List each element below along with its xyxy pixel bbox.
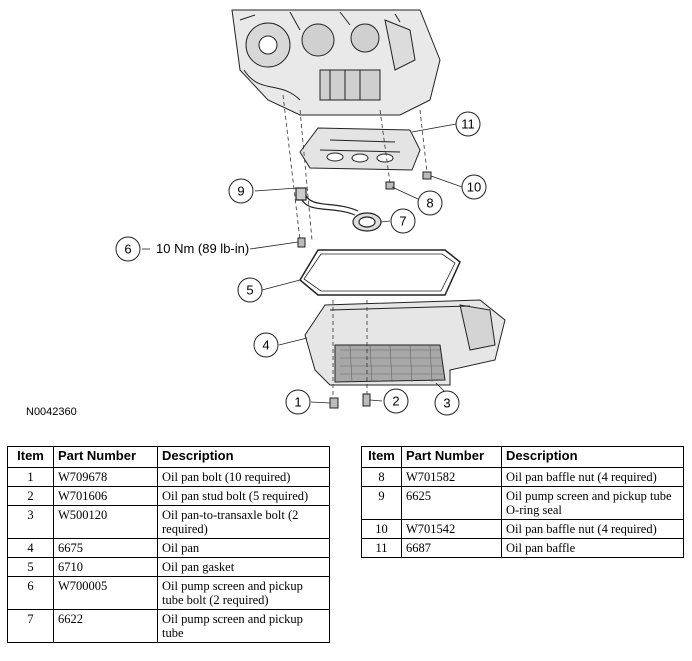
cell-description: Oil pan bolt (10 required) <box>157 467 330 487</box>
table-header-row: Item Part Number Description <box>7 446 330 468</box>
cell-description: Oil pan-to-transaxle bolt (2 required) <box>157 505 330 539</box>
cell-description: Oil pump screen and pickup tube bolt (2 … <box>157 576 330 610</box>
cell-description: Oil pan stud bolt (5 required) <box>157 486 330 506</box>
cell-item: 9 <box>361 486 402 520</box>
cell-description: Oil pan gasket <box>157 557 330 577</box>
leader-lines <box>282 94 428 398</box>
cell-item: 3 <box>7 505 54 539</box>
cell-item: 4 <box>7 538 54 558</box>
figure-id: N0042360 <box>26 406 77 418</box>
callout-7: 7 <box>399 214 406 229</box>
cell-part-number: W701542 <box>401 519 502 539</box>
callout-8: 8 <box>426 196 433 211</box>
header-item: Item <box>361 446 402 468</box>
cell-part-number: 6625 <box>401 486 502 520</box>
header-description: Description <box>157 446 330 468</box>
callout-10: 10 <box>467 180 481 195</box>
pickup-tube-drawing <box>295 187 382 232</box>
header-item: Item <box>7 446 54 468</box>
cell-description: Oil pan baffle <box>501 538 684 558</box>
callout-11: 11 <box>461 117 475 132</box>
cell-part-number: 6710 <box>53 557 158 577</box>
oil-pan-gasket-drawing <box>299 249 461 296</box>
cell-description: Oil pan baffle nut (4 required) <box>501 519 684 539</box>
cell-item: 2 <box>7 486 54 506</box>
cell-part-number: W500120 <box>53 505 158 539</box>
callout-leaders <box>142 123 463 404</box>
table-header-row: Item Part Number Description <box>361 446 684 468</box>
callout-labels: 1 2 3 4 5 6 7 8 9 10 11 <box>124 117 481 411</box>
cell-item: 7 <box>7 609 54 643</box>
header-description: Description <box>501 446 684 468</box>
cell-part-number: W701606 <box>53 486 158 506</box>
cell-part-number: 6675 <box>53 538 158 558</box>
cell-item: 1 <box>7 467 54 487</box>
cell-item: 11 <box>361 538 402 558</box>
cell-item: 6 <box>7 576 54 610</box>
callout-6: 6 <box>124 242 131 257</box>
cell-item: 10 <box>361 519 402 539</box>
cell-part-number: W709678 <box>53 467 158 487</box>
header-part-number: Part Number <box>401 446 502 468</box>
callout-5: 5 <box>246 283 253 298</box>
cell-part-number: W701582 <box>401 467 502 487</box>
cell-item: 8 <box>361 467 402 487</box>
cell-description: Oil pump screen and pickup tube O-ring s… <box>501 486 684 520</box>
callout-1: 1 <box>294 395 301 410</box>
callout-4: 4 <box>262 338 269 353</box>
cell-part-number: 6687 <box>401 538 502 558</box>
cell-description: Oil pan baffle nut (4 required) <box>501 467 684 487</box>
cell-description: Oil pump screen and pickup tube <box>157 609 330 643</box>
cell-item: 5 <box>7 557 54 577</box>
callout-9: 9 <box>237 184 244 199</box>
oil-pan-baffle-drawing <box>299 127 421 171</box>
header-part-number: Part Number <box>53 446 158 468</box>
cell-description: Oil pan <box>157 538 330 558</box>
callout-markers <box>115 111 487 416</box>
callout-2: 2 <box>392 394 399 409</box>
cell-part-number: W700005 <box>53 576 158 610</box>
engine-block-drawing <box>231 9 441 116</box>
exploded-view-illustration: 1 2 3 4 5 6 7 8 9 10 11 10 Nm (89 lb-in) <box>115 9 506 416</box>
callout-3: 3 <box>443 396 450 411</box>
cell-part-number: 6622 <box>53 609 158 643</box>
oil-pan-drawing <box>304 299 506 386</box>
torque-spec: 10 Nm (89 lb-in) <box>156 241 249 256</box>
